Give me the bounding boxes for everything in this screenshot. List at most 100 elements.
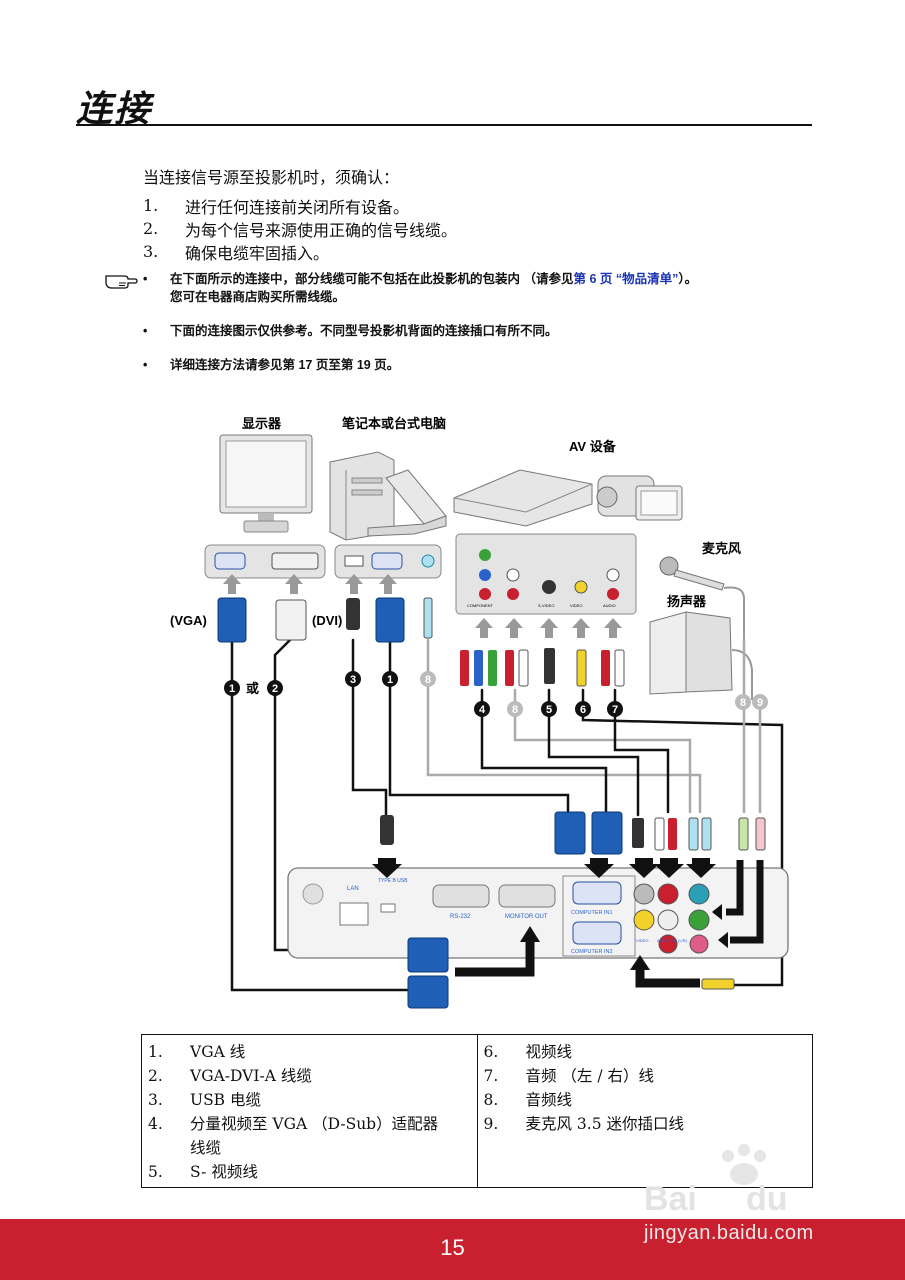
badge-5: 5 [546,704,552,716]
monitor-icon [219,434,313,533]
note-text: ）。 [678,272,698,286]
cable-list-right: 6.视频线 7.音频 （左 / 右）线 8.音频线 9.麦克风 3.5 迷你插口… [478,1035,813,1187]
cable-name: 线缆 [190,1139,222,1157]
video-port-label: VIDEO [570,603,582,608]
note-item: • 下面的连接图示仅供参考。不同型号投影机背面的连接插口有所不同。 [143,322,783,340]
svg-text:du: du [746,1180,788,1218]
computer-in1-port-label: COMPUTER IN1 [571,910,613,916]
device-arrows [223,574,622,638]
computer-icon [329,451,447,541]
vga-label: (VGA) [170,613,207,628]
audio-in2-port-label: AUDIO IN2 (L/R) [657,938,688,943]
monitor-out-port-label: MONITOR OUT [505,914,548,920]
badge-8: 8 [512,704,518,716]
badge-2: 2 [272,683,278,695]
vga-plug-icon [217,597,405,643]
table-row: 8. 音频线 [484,1088,807,1112]
computer-port-panel [334,544,442,579]
speaker-label: 扬声器 [667,594,707,609]
cable-number: 8. [483,1091,499,1109]
step-list: 1. 进行任何连接前关闭所有设备。 2. 为每个信号来源使用正确的信号线缆。 3… [143,194,457,263]
cable-name: USB 电缆 [190,1091,261,1109]
note-text: 在下面所示的连接中，部分线缆可能不包括在此投影机的包装内 （请参见 [170,272,574,286]
cable-name: S- 视频线 [190,1163,258,1181]
cable-name: VGA 线 [190,1043,246,1061]
cable-name: VGA-DVI-A 线缆 [190,1067,312,1085]
bottom-vga-plugs [407,937,449,1009]
cable-number-badges: 1 2 3 1 8 4 8 5 6 7 8 9 [224,671,768,717]
cable-number: 9. [483,1115,499,1133]
list-item: 2. 为每个信号来源使用正确的信号线缆。 [143,217,457,240]
badge-9: 9 [757,697,763,709]
cable-number: 3. [148,1091,163,1109]
table-row: 3. USB 电缆 [148,1088,471,1112]
table-row: 2. VGA-DVI-A 线缆 [148,1064,471,1088]
pointing-hand-icon [105,275,138,289]
table-row: 1.VGA 线 [148,1040,471,1064]
note-text: 您可在电器商店购买所需线缆。 [170,290,346,304]
rca-plugs-icon [460,648,625,687]
table-row: 线缆 [148,1136,471,1160]
cable-name: 音频线 [525,1091,573,1109]
lan-port-label: LAN [347,886,359,892]
dvd-player-icon [453,469,593,527]
step-number: 3. [143,242,159,261]
cable-number: 2. [148,1067,163,1085]
cable-list-left: 1.VGA 线 2. VGA-DVI-A 线缆 3. USB 电缆 4.分量视频至 … [142,1035,478,1187]
cable-number: 6. [483,1043,499,1061]
badge-1: 1 [229,683,235,695]
computer-label: 笔记本或台式电脑 [342,416,446,431]
cable-list-table: 1.VGA 线 2. VGA-DVI-A 线缆 3. USB 电缆 4.分量视频至 … [141,1034,813,1188]
av-device-label: AV 设备 [569,439,617,454]
table-row: 4.分量视频至 VGA （D-Sub）适配器 [148,1112,471,1136]
audio-plug-icon [423,597,433,639]
component-port-label: COMPONENT [467,603,494,608]
audio-port-label: AUDIO [603,603,616,608]
badge-7: 7 [612,704,618,716]
or-label: 或 [246,681,259,696]
table-row: 6.视频线 [484,1040,807,1064]
page-footer: 15 [0,1219,905,1280]
cable-number: 5. [148,1163,163,1181]
badge-8: 8 [425,674,431,686]
baidu-watermark-logo: Bai du [644,1144,788,1218]
usb-port-label: TYPE B USB [378,878,408,884]
cable-number [148,1136,190,1160]
rs232-port-label: RS-232 [450,914,471,920]
bullet-dot: • [143,358,148,372]
computer-in2-port-label: COMPUTER IN2 [571,949,613,955]
projector-side-plugs [554,811,766,990]
bullet-dot: • [143,324,148,338]
title-divider [76,124,812,126]
step-text: 进行任何连接前关闭所有设备。 [185,197,410,217]
speaker-icon [649,611,753,700]
svg-text:Bai: Bai [644,1180,697,1218]
badge-3: 3 [350,674,356,686]
cable-name: 音频 （左 / 右）线 [525,1067,655,1085]
projector-arrows [372,858,764,988]
intro-text: 当连接信号源至投影机时，须确认： [143,168,400,187]
microphone-icon [659,556,746,640]
step-text: 为每个信号来源使用正确的信号线缆。 [185,220,458,240]
bullet-dot: • [143,272,148,286]
dvi-plug-icon [275,599,307,641]
list-item: 3. 确保电缆牢固插入。 [143,240,457,263]
step-number: 2. [143,219,159,238]
list-item: 1. 进行任何连接前关闭所有设备。 [143,194,457,217]
monitor-port-panel [204,544,326,579]
av-port-panel: COMPONENT S-VIDEO VIDEO AUDIO [455,533,637,615]
badge-8: 8 [740,697,746,709]
video-in-port-label: VIDEO [636,938,648,943]
badge-4: 4 [479,704,486,716]
watermark-url: jingyan.baidu.com [644,1222,814,1244]
page-reference-link[interactable]: 第 6 页 “物品清单” [573,272,679,286]
step-text: 确保电缆牢固插入。 [185,243,330,263]
projector-back-panel: LAN TYPE B USB RS-232 MONITOR OUT COMPUT… [287,867,789,959]
badge-6: 6 [580,704,586,716]
step-number: 1. [143,196,159,215]
badge-1: 1 [387,674,393,686]
camcorder-icon [596,475,683,521]
microphone-label: 麦克风 [702,541,741,556]
page-number: 15 [440,1235,465,1260]
table-row: 5. S- 视频线 [148,1160,471,1184]
